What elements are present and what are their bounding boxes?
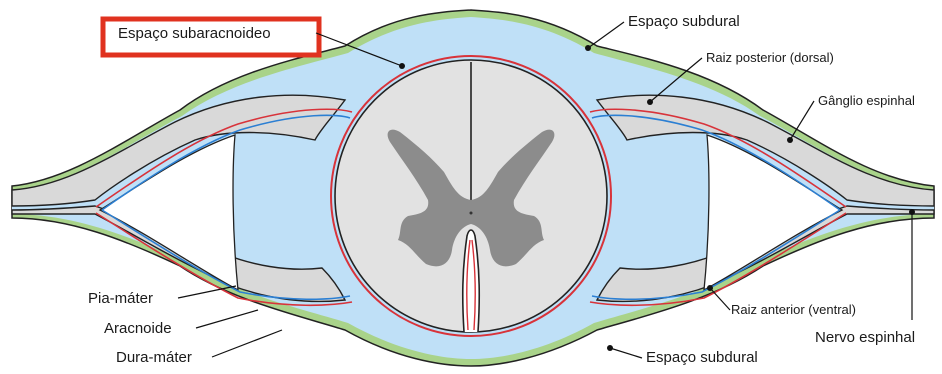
label-pia-mater: Pia-máter	[88, 290, 153, 307]
leader-raiz-anterior	[710, 288, 730, 310]
leader-dura-mater	[212, 330, 282, 357]
dot-subdural-bottom	[607, 345, 613, 351]
label-espaco-subdural-bottom: Espaço subdural	[646, 349, 758, 366]
dot-subarachnoid	[399, 63, 405, 69]
label-raiz-posterior: Raiz posterior (dorsal)	[706, 50, 834, 65]
label-nervo-espinhal: Nervo espinhal	[815, 329, 915, 346]
leader-subdural-bottom	[610, 348, 642, 358]
label-aracnoide: Aracnoide	[104, 320, 172, 337]
dot-nervo-espinhal	[909, 209, 915, 215]
dot-ganglio	[787, 137, 793, 143]
label-dura-mater: Dura-máter	[116, 349, 192, 366]
dot-raiz-posterior	[647, 99, 653, 105]
label-raiz-anterior: Raiz anterior (ventral)	[731, 302, 856, 317]
label-espaco-subdural-top: Espaço subdural	[628, 13, 740, 30]
central-canal	[470, 212, 473, 215]
leader-aracnoide	[196, 310, 258, 328]
label-ganglio-espinhal: Gânglio espinhal	[818, 93, 915, 108]
label-espaco-subaracnoideo: Espaço subaracnoideo	[118, 25, 271, 42]
dot-raiz-anterior	[707, 285, 713, 291]
dot-subdural-top	[585, 45, 591, 51]
anterior-median-fissure	[463, 230, 479, 332]
leader-subdural-top	[588, 22, 624, 48]
